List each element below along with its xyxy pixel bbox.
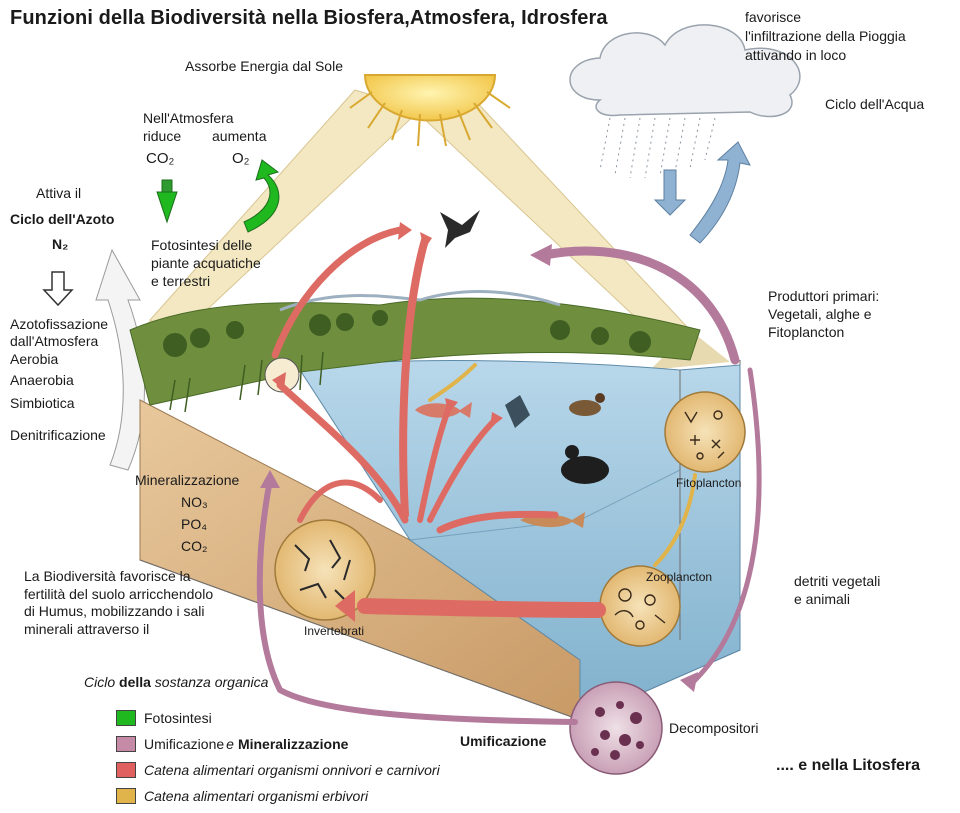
legend-item-photosynthesis: Fotosintesi (116, 710, 212, 726)
mineralization-label: Mineralizzazione (135, 472, 239, 490)
humification-label: Umificazione (460, 733, 546, 751)
reduces-label: riduce (143, 128, 181, 146)
decomposers-label: Decompositori (669, 720, 758, 738)
soil-text: La Biodiversità favorisce la fertilità d… (24, 568, 213, 638)
no3-label: NO₃ (181, 494, 208, 512)
nitrogen-activates: Attiva il (36, 185, 81, 203)
detritus-line: e animali (794, 590, 880, 608)
legend-label: Fotosintesi (144, 710, 212, 726)
legend-swatch (116, 736, 136, 752)
zooplankton-label: Zooplancton (646, 570, 712, 585)
soil-text-line: minerali attraverso il (24, 621, 213, 639)
invertebrates-label: Invertebrati (304, 624, 364, 639)
nitrogen-item: Simbiotica (10, 395, 108, 412)
sun-label: Assorbe Energia dal Sole (185, 58, 343, 76)
producers-line: Fitoplancton (768, 323, 879, 341)
atmosphere-label: Nell'Atmosfera (143, 110, 234, 128)
detritus-line: detriti vegetali (794, 572, 880, 590)
nitrogen-cycle-label: Ciclo dell'Azoto (10, 211, 114, 229)
decomposers-circle (570, 682, 662, 774)
photosynthesis-text-line: Fotosintesi delle (151, 236, 261, 254)
producers-text: Produttori primari: Vegetali, alghe e Fi… (768, 287, 879, 342)
producers-line: Vegetali, alghe e (768, 305, 879, 323)
soil-text-line: di Humus, mobilizzando i sali (24, 603, 213, 621)
phytoplankton-label: Fitoplancton (676, 476, 741, 491)
phytoplankton-circle (665, 392, 745, 472)
nitrogen-item: Azotofissazione (10, 316, 108, 333)
producers-line: Produttori primari: (768, 287, 879, 305)
legend-label: Catena alimentari organismi erbivori (144, 788, 368, 804)
nitrogen-list: Azotofissazione dall'Atmosfera Aerobia A… (10, 316, 108, 444)
page-title: Funzioni della Biodiversità nella Biosfe… (10, 6, 608, 31)
nitrogen-item: Aerobia (10, 351, 108, 368)
legend-label-bold: Mineralizzazione (238, 736, 348, 752)
n2-label: N₂ (52, 236, 68, 254)
legend-item-herbivore: Catena alimentari organismi erbivori (116, 788, 368, 804)
soil-text-line: La Biodiversità favorisce la (24, 568, 213, 586)
photosynthesis-text: Fotosintesi delle piante acquatiche e te… (151, 236, 261, 291)
legend-label: Catena alimentari organismi onnivori e c… (144, 762, 440, 778)
legend-label: Umificazione (144, 736, 224, 752)
legend-item-humification: Umificazione e Mineralizzazione (116, 736, 348, 752)
water-cycle-arrows (655, 142, 750, 243)
cloud-text: favorisce l'infiltrazione della Pioggia … (745, 8, 906, 65)
co2-mineral-label: CO₂ (181, 538, 207, 556)
po4-label: PO₄ (181, 516, 207, 534)
legend-swatch (116, 710, 136, 726)
nitrogen-item: Anaerobia (10, 372, 108, 389)
lithosphere-label: .... e nella Litosfera (776, 756, 920, 776)
cloud-text-line: favorisce (745, 8, 906, 27)
legend-item-carnivore: Catena alimentari organismi onnivori e c… (116, 762, 440, 778)
bird-icon (440, 210, 480, 248)
legend-swatch (116, 762, 136, 778)
o2-label: O₂ (232, 150, 250, 169)
soil-text-line: fertilità del suolo arricchendolo (24, 586, 213, 604)
co2-label: CO₂ (146, 150, 174, 169)
organic-cycle-label: Ciclo della sostanza organica (84, 674, 268, 692)
photosynthesis-text-line: piante acquatiche (151, 254, 261, 272)
cloud-text-line: attivando in loco (745, 46, 906, 65)
nitrogen-item: Denitrificazione (10, 427, 108, 444)
nitrogen-item: dall'Atmosfera (10, 333, 108, 350)
detritus-text: detriti vegetali e animali (794, 572, 880, 608)
legend-connector: e (226, 736, 234, 752)
cloud-text-line: l'infiltrazione della Pioggia (745, 27, 906, 46)
increases-label: aumenta (212, 128, 266, 146)
photosynthesis-text-line: e terrestri (151, 272, 261, 290)
water-cycle-label: Ciclo dell'Acqua (825, 96, 924, 114)
legend-swatch (116, 788, 136, 804)
